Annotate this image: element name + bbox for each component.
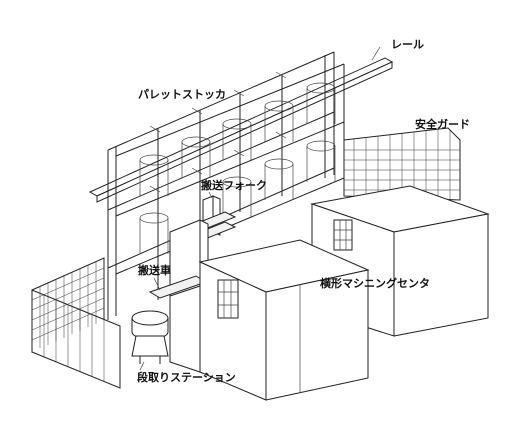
safety-guard-right	[343, 127, 461, 201]
setup-station	[131, 310, 169, 364]
label-rail: レール	[391, 38, 424, 51]
label-setup-station: 段取りステーション	[137, 370, 236, 384]
label-transfer-vehicle: 搬送車	[138, 263, 171, 277]
safety-guard-left	[31, 257, 121, 389]
leader-lines	[139, 46, 381, 371]
label-safety-guard: 安全ガード	[415, 117, 470, 131]
label-machining-center: 横形マシニングセンタ	[320, 276, 430, 290]
machining-center-front	[169, 239, 370, 401]
label-pallet-stocker: パレットストッカ	[138, 88, 226, 101]
label-transfer-fork: 搬送フォーク	[201, 178, 267, 192]
